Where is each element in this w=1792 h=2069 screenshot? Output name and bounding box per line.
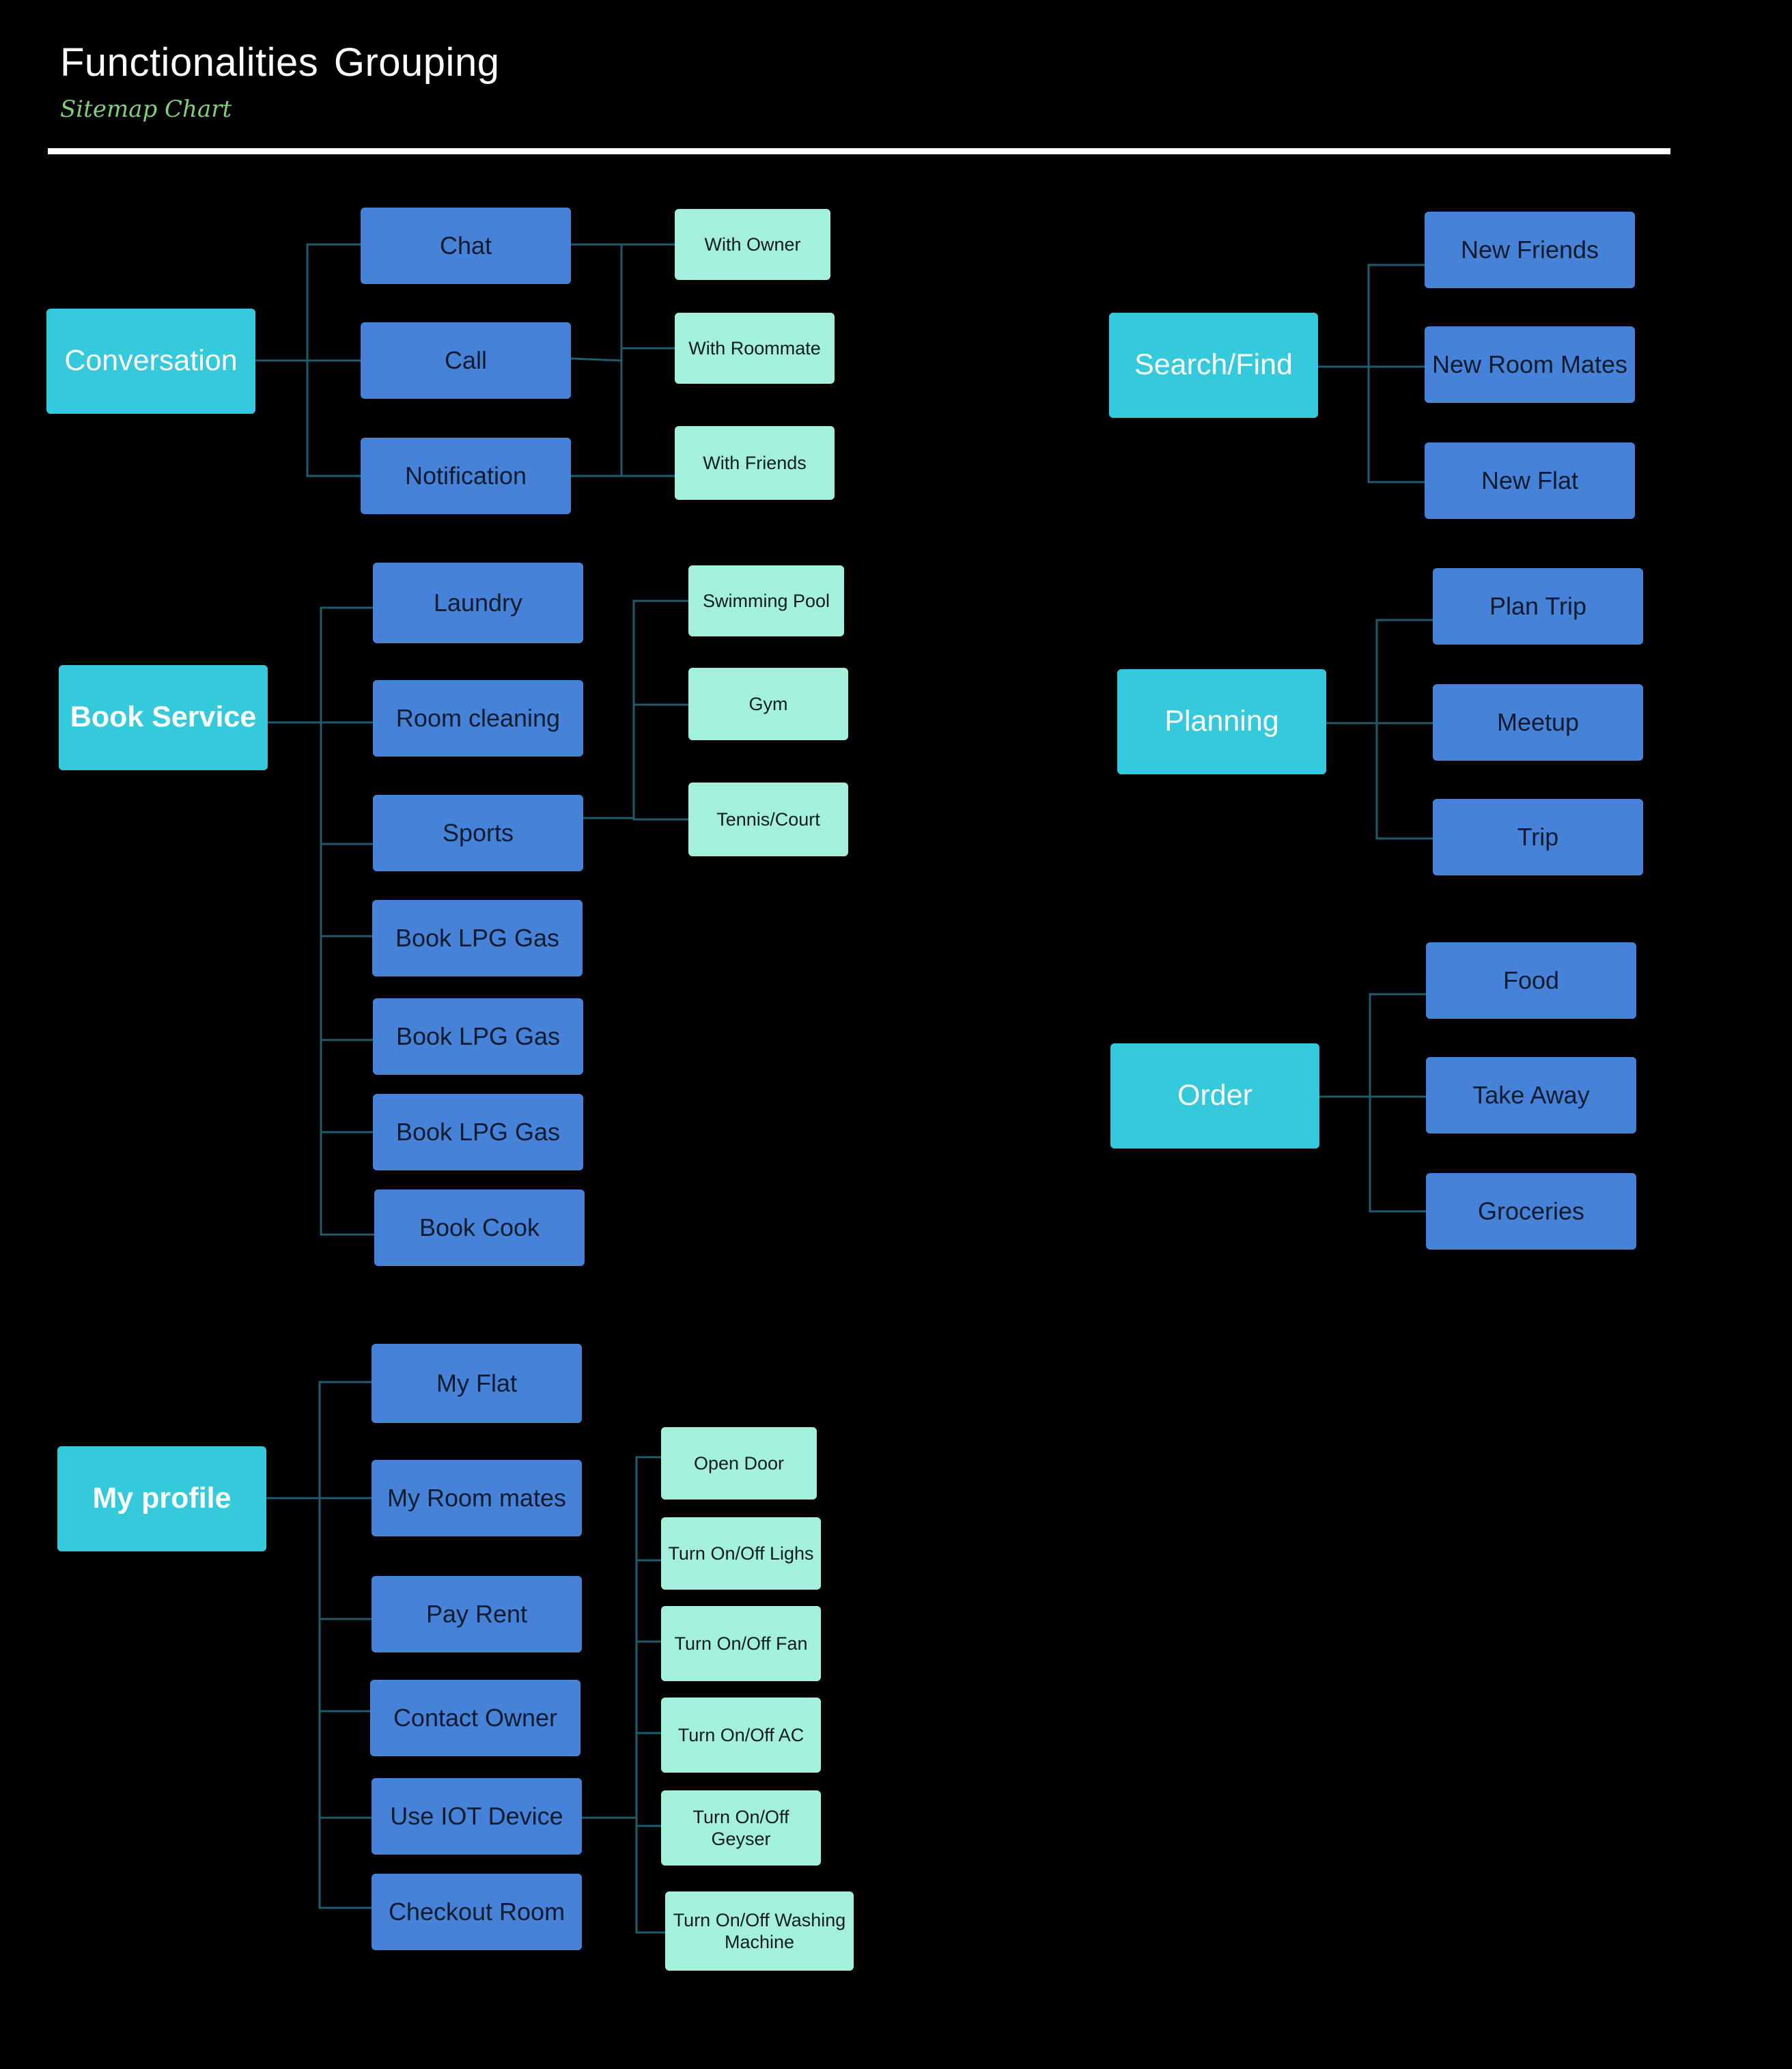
- node-book-lpg-gas-2[interactable]: Book LPG Gas: [373, 998, 583, 1075]
- node-with-friends[interactable]: With Friends: [675, 426, 835, 500]
- node-food[interactable]: Food: [1426, 942, 1636, 1019]
- header-divider: [48, 148, 1670, 154]
- node-search-find[interactable]: Search/Find: [1109, 313, 1318, 418]
- node-laundry[interactable]: Laundry: [373, 563, 583, 643]
- node-swimming-pool[interactable]: Swimming Pool: [688, 565, 844, 636]
- node-take-away[interactable]: Take Away: [1426, 1057, 1636, 1134]
- node-turn-on-off-ac[interactable]: Turn On/Off AC: [661, 1698, 821, 1773]
- node-use-iot-device[interactable]: Use IOT Device: [372, 1778, 582, 1855]
- node-tennis-court[interactable]: Tennis/Court: [688, 783, 848, 856]
- node-meetup[interactable]: Meetup: [1433, 684, 1643, 761]
- chart-subtitle: Sitemap Chart: [60, 96, 232, 123]
- node-turn-on-off-lights[interactable]: Turn On/Off Lighs: [661, 1517, 821, 1590]
- connector-my-profile-items: [318, 1381, 372, 1909]
- node-checkout-room[interactable]: Checkout Room: [372, 1874, 582, 1950]
- connector-conversation-leaves: [620, 243, 675, 477]
- connector-planning-items: [1375, 619, 1433, 840]
- node-with-roommate[interactable]: With Roommate: [675, 313, 835, 384]
- node-book-lpg-gas-1[interactable]: Book LPG Gas: [372, 900, 583, 976]
- node-turn-on-off-washing-machine[interactable]: Turn On/Off Washing Machine: [665, 1891, 854, 1971]
- node-room-cleaning[interactable]: Room cleaning: [373, 680, 583, 757]
- node-sports[interactable]: Sports: [373, 795, 583, 871]
- connector-book-service-items: [320, 606, 374, 1236]
- node-open-door[interactable]: Open Door: [661, 1427, 817, 1500]
- node-call[interactable]: Call: [361, 322, 571, 399]
- node-conversation[interactable]: Conversation: [46, 309, 255, 414]
- connector-search-items: [1367, 264, 1425, 483]
- node-new-flat[interactable]: New Flat: [1425, 442, 1635, 519]
- node-planning[interactable]: Planning: [1117, 669, 1326, 774]
- node-my-profile[interactable]: My profile: [57, 1446, 266, 1551]
- node-gym[interactable]: Gym: [688, 668, 848, 740]
- node-book-service[interactable]: Book Service: [59, 665, 268, 770]
- node-my-room-mates[interactable]: My Room mates: [372, 1460, 582, 1536]
- connector-sports-leaves: [632, 600, 688, 821]
- connector-call-bracket: [570, 357, 622, 362]
- node-book-cook[interactable]: Book Cook: [374, 1190, 585, 1266]
- node-turn-on-off-geyser[interactable]: Turn On/Off Geyser: [661, 1790, 821, 1866]
- connector-order-items: [1369, 993, 1426, 1213]
- node-book-lpg-gas-3[interactable]: Book LPG Gas: [373, 1094, 583, 1170]
- chart-title: Functionalities Grouping: [60, 40, 500, 85]
- node-order[interactable]: Order: [1110, 1043, 1319, 1149]
- node-groceries[interactable]: Groceries: [1426, 1173, 1636, 1250]
- node-with-owner[interactable]: With Owner: [675, 209, 830, 280]
- node-my-flat[interactable]: My Flat: [372, 1344, 582, 1423]
- node-new-friends[interactable]: New Friends: [1425, 212, 1635, 288]
- node-contact-owner[interactable]: Contact Owner: [370, 1680, 580, 1756]
- node-notification[interactable]: Notification: [361, 438, 571, 514]
- node-trip[interactable]: Trip: [1433, 799, 1643, 875]
- node-new-room-mates[interactable]: New Room Mates: [1425, 326, 1635, 403]
- connector-iot-leaves: [635, 1456, 665, 1934]
- node-pay-rent[interactable]: Pay Rent: [372, 1576, 582, 1652]
- node-chat[interactable]: Chat: [361, 208, 571, 284]
- node-plan-trip[interactable]: Plan Trip: [1433, 568, 1643, 645]
- node-turn-on-off-fan[interactable]: Turn On/Off Fan: [661, 1606, 821, 1681]
